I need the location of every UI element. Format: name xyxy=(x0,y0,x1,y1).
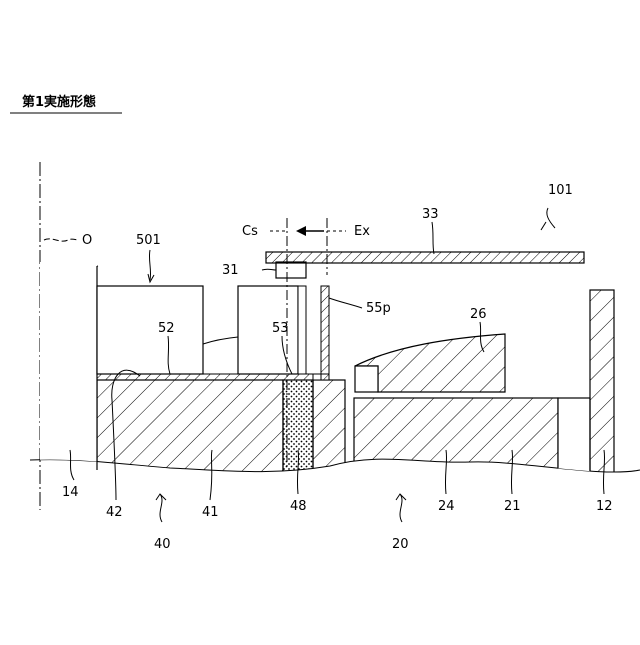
part-52-plate xyxy=(97,374,313,380)
part-501-box xyxy=(97,286,203,374)
figure-heading: 第1実施形態 xyxy=(22,94,96,110)
label-ex: Ex xyxy=(354,224,370,239)
part-12-wall xyxy=(590,290,614,480)
label-14: 14 xyxy=(62,485,79,500)
leader-31 xyxy=(262,269,276,270)
part-33-plate xyxy=(266,252,584,263)
leader-501 xyxy=(149,250,150,280)
leader-20 xyxy=(400,494,402,522)
part-21-block xyxy=(558,398,590,480)
label-52: 52 xyxy=(158,321,175,336)
part-41-right-block xyxy=(313,380,345,480)
leader-55p xyxy=(329,298,362,308)
label-42: 42 xyxy=(106,505,123,520)
label-24: 24 xyxy=(438,499,455,514)
label-cs: Cs xyxy=(242,224,258,239)
axis-o-leader xyxy=(44,239,78,241)
label-31: 31 xyxy=(222,263,239,278)
label-101: 101 xyxy=(548,183,573,198)
part-41-block xyxy=(97,380,283,480)
leader-101 xyxy=(547,208,555,228)
label-40: 40 xyxy=(154,537,171,552)
leader-40 xyxy=(160,494,162,522)
label-501: 501 xyxy=(136,233,161,248)
label-41: 41 xyxy=(202,505,219,520)
label-55p: 55p xyxy=(366,301,391,316)
leader-33 xyxy=(432,222,434,254)
label-20: 20 xyxy=(392,537,409,552)
shift-arrowhead xyxy=(296,226,306,236)
label-21: 21 xyxy=(504,499,521,514)
label-33: 33 xyxy=(422,207,439,222)
label-48: 48 xyxy=(290,499,307,514)
part-53-box xyxy=(238,286,298,374)
label-26: 26 xyxy=(470,307,487,322)
label-o: O xyxy=(82,233,92,248)
part-31-block xyxy=(276,262,306,278)
part-24-block xyxy=(354,398,558,480)
label-12: 12 xyxy=(596,499,613,514)
part-14-shaft xyxy=(40,262,97,480)
label-53: 53 xyxy=(272,321,289,336)
part-55p-plate xyxy=(321,286,329,380)
curved-surface xyxy=(203,337,238,344)
